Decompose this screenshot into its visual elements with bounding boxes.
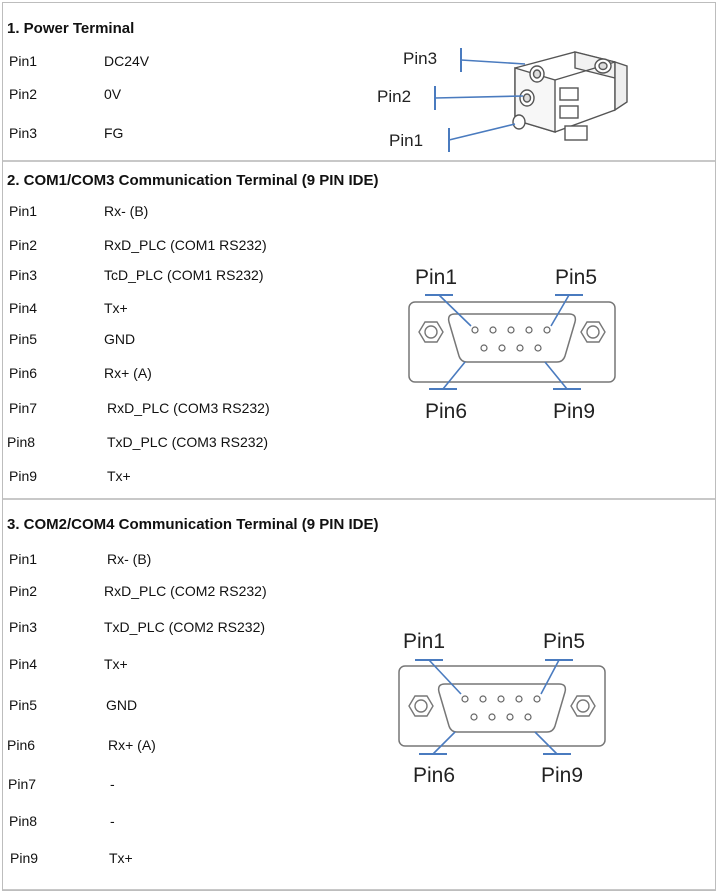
pin-signal: RxD_PLC (COM2 RS232) [104, 583, 267, 599]
diagram-pin3-label: Pin3 [403, 49, 437, 68]
pin-label: Pin7 [8, 776, 37, 792]
pin-label: Pin3 [9, 619, 38, 635]
pin-signal: - [110, 776, 115, 792]
pin-signal: Rx+ (A) [104, 365, 152, 381]
pin-label: Pin4 [9, 656, 38, 672]
pin-label: Pin1 [9, 551, 38, 567]
section-title: 2. COM1/COM3 Communication Terminal (9 P… [7, 172, 379, 189]
pin-label: Pin6 [9, 365, 38, 381]
section-divider [3, 160, 715, 162]
pin-label: Pin5 [9, 331, 38, 347]
pin-signal: - [110, 813, 115, 829]
diagram-pin9-label: Pin9 [541, 764, 583, 787]
section-divider [3, 889, 715, 890]
pin-signal: Tx+ [109, 850, 133, 866]
pin-label: Pin3 [9, 267, 38, 283]
diagram-pin1-label: Pin1 [403, 630, 445, 653]
pin-signal: TxD_PLC (COM3 RS232) [107, 434, 269, 450]
diagram-pin5-label: Pin5 [555, 266, 597, 289]
diagram-pin2-label: Pin2 [377, 87, 411, 106]
diagram-pin6-label: Pin6 [413, 764, 455, 787]
pin-signal: TcD_PLC (COM1 RS232) [104, 267, 264, 283]
pin-label: Pin1 [9, 203, 38, 219]
pin-label: Pin2 [9, 86, 38, 102]
pin-label: Pin4 [9, 300, 38, 316]
pin-label: Pin8 [9, 813, 38, 829]
pin-signal: Tx+ [104, 300, 128, 316]
section-title: 3. COM2/COM4 Communication Terminal (9 P… [7, 516, 379, 533]
diagram-pin6-label: Pin6 [425, 400, 467, 423]
pin-label: Pin8 [7, 434, 36, 450]
pin-label: Pin6 [7, 737, 36, 753]
pin-signal: DC24V [104, 53, 150, 69]
pin-signal: RxD_PLC (COM1 RS232) [104, 237, 267, 253]
pin-signal: Rx+ (A) [108, 737, 156, 753]
pin-label: Pin1 [9, 53, 38, 69]
pin-label: Pin7 [9, 400, 38, 416]
db9-connector-diagram: Pin1 Pin5 Pin6 Pin9 [408, 266, 616, 423]
db9-connector-illustration [408, 294, 616, 390]
db9-connector-diagram: Pin1 Pin5 Pin6 Pin9 [398, 630, 606, 787]
pin-signal: FG [104, 125, 124, 141]
power-terminal-diagram: Pin3 Pin2 Pin1 [377, 48, 628, 152]
pin-signal: RxD_PLC (COM3 RS232) [107, 400, 270, 416]
pin-signal: 0V [104, 86, 122, 102]
db9-connector-illustration [398, 659, 606, 755]
pin-signal: TxD_PLC (COM2 RS232) [104, 619, 266, 635]
section-title: 1. Power Terminal [7, 20, 135, 37]
pin-label: Pin2 [9, 237, 38, 253]
pin-label: Pin2 [9, 583, 38, 599]
pin-signal: Rx- (B) [104, 203, 149, 219]
diagram-pin9-label: Pin9 [553, 400, 595, 423]
pin-signal: GND [104, 331, 136, 347]
diagram-pin1-label: Pin1 [389, 131, 423, 150]
pin-label: Pin5 [9, 697, 38, 713]
diagram-pin1-label: Pin1 [415, 266, 457, 289]
pin-signal: Tx+ [107, 468, 131, 484]
pin-label: Pin3 [9, 125, 38, 141]
diagram-pin5-label: Pin5 [543, 630, 585, 653]
pin-label: Pin9 [9, 468, 38, 484]
pin-signal: Rx- (B) [107, 551, 152, 567]
pin-signal: Tx+ [104, 656, 128, 672]
terminal-block-illustration [512, 51, 628, 141]
section-divider [3, 498, 715, 500]
pin-label: Pin9 [10, 850, 39, 866]
pin-signal: GND [106, 697, 138, 713]
